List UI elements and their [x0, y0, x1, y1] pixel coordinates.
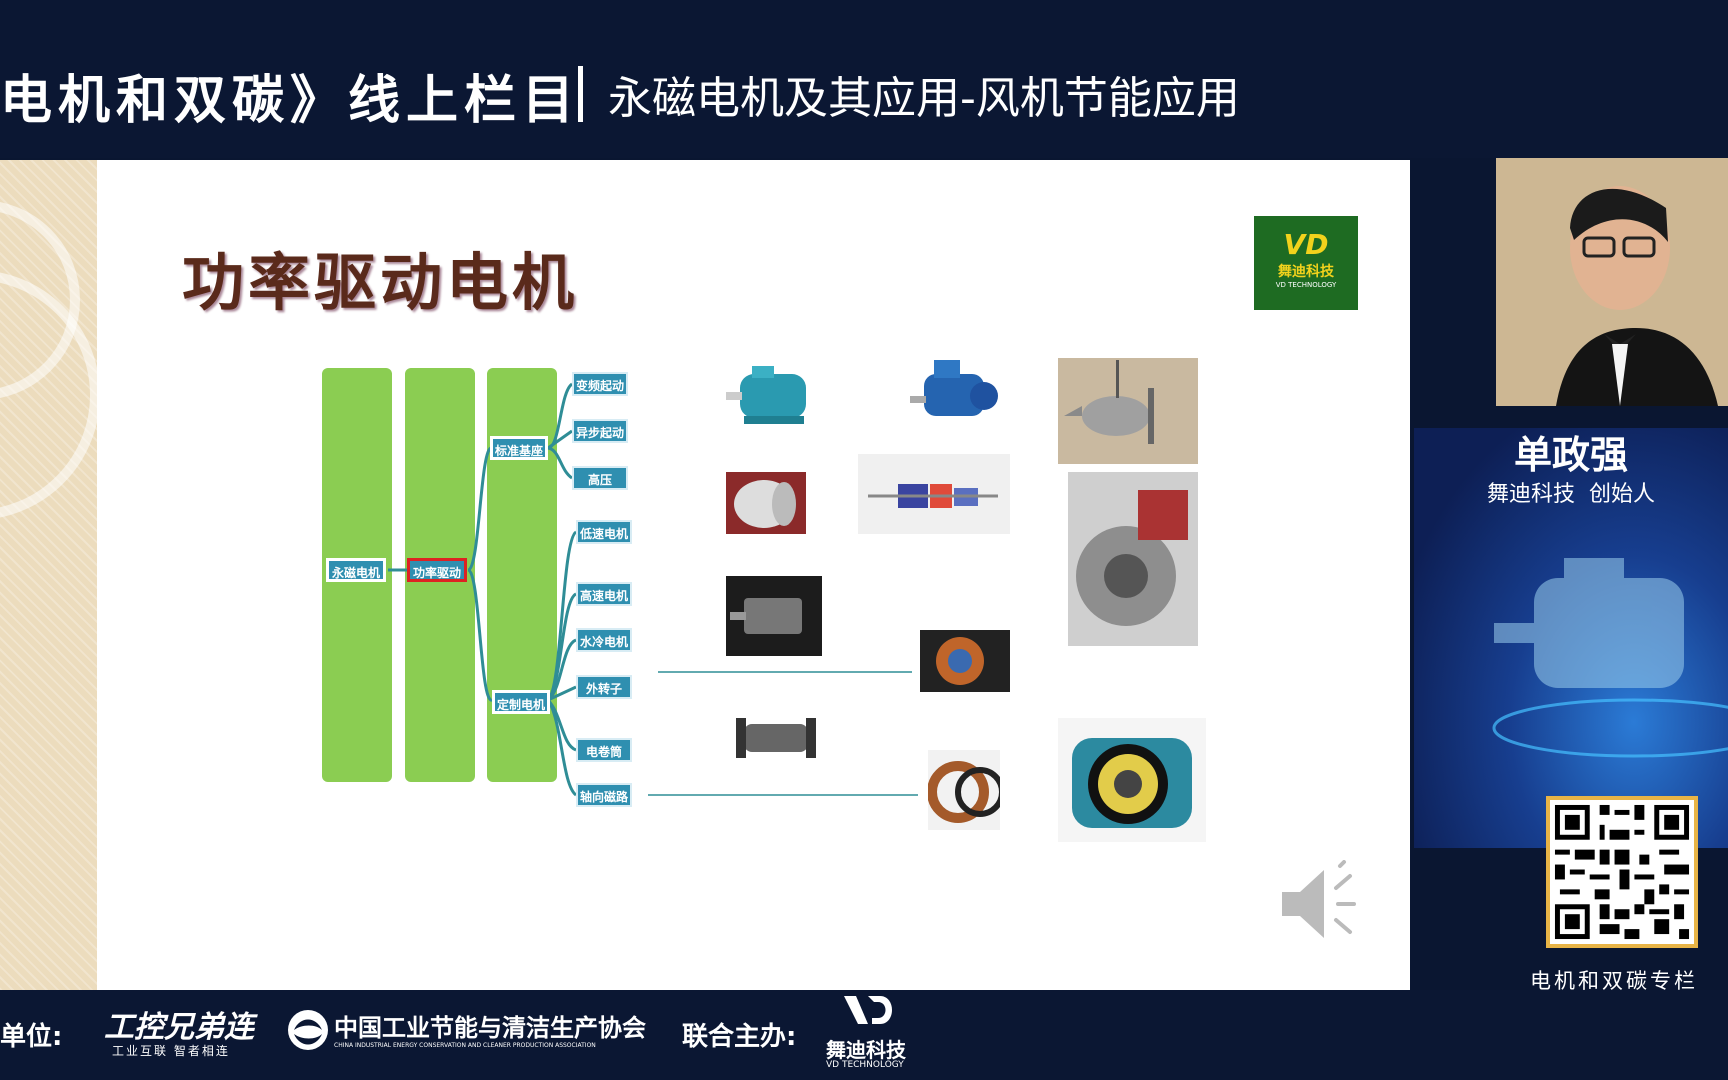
column-label: 电机和双碳专栏 [1530, 969, 1698, 993]
node-power-drive: 功率驱动 [407, 558, 467, 582]
org1-name: 工控兄弟连 [104, 1010, 254, 1045]
motor-image [858, 454, 1010, 534]
leaf-node: 轴向磁路 [576, 783, 632, 807]
qr-code[interactable] [1546, 796, 1698, 948]
leaf-node: 高压 [572, 466, 628, 490]
speaker-name: 单政强 [1513, 433, 1628, 477]
organizer-label: 单位: [0, 1022, 63, 1052]
co-name: 舞迪科技 [826, 1038, 906, 1062]
leaf-node: 异步起动 [572, 419, 628, 443]
motor-image [1068, 472, 1198, 646]
motor-image [908, 356, 1004, 432]
leaf-node: 变频起动 [572, 372, 628, 396]
co-name-en: VD TECHNOLOGY [826, 1060, 904, 1070]
series-title: 电机和双碳》线上栏目 [0, 71, 581, 131]
motor-background-graphic [1414, 428, 1728, 848]
slide-decoration [0, 160, 100, 990]
speaker-photo [1496, 158, 1728, 406]
leaf-node: 电卷筒 [576, 738, 632, 762]
motor-image [726, 472, 806, 534]
org2-name: 中国工业节能与清洁生产协会 [334, 1014, 646, 1042]
episode-title: 永磁电机及其应用-风机节能应用 [608, 73, 1240, 124]
motor-image [920, 630, 1010, 692]
company-logo: VD 舞迪科技 VD TECHNOLOGY [1254, 216, 1358, 310]
leaf-node: 外转子 [576, 675, 632, 699]
leaf-node: 水冷电机 [576, 628, 632, 652]
logo-mark: VD [1283, 228, 1329, 261]
title-separator [578, 66, 583, 122]
node-standard-base: 标准基座 [490, 436, 548, 460]
footer-bar: 单位: 工控兄弟连 工业互联 智者相连 中国工业节能与清洁生产协会 CHINA … [0, 990, 1728, 1080]
slide-title: 功率驱动电机 [182, 246, 579, 319]
node-custom-motor: 定制电机 [492, 690, 550, 714]
motor-image [730, 714, 826, 762]
header-bar: 电机和双碳》线上栏目 永磁电机及其应用-风机节能应用 [0, 0, 1728, 158]
diagram-connectors [388, 382, 918, 797]
motor-image [722, 360, 826, 432]
co-organizer-label: 联合主办: [682, 1022, 797, 1052]
logo-name: 舞迪科技 [1278, 264, 1334, 280]
org2-subtitle: CHINA INDUSTRIAL ENERGY CONSERVATION AND… [334, 1042, 596, 1049]
association-logo-icon [286, 1008, 330, 1056]
presentation-slide: 功率驱动电机 VD 舞迪科技 VD TECHNOLOGY 永磁电机 功率驱动 [0, 160, 1410, 990]
motor-image [1058, 358, 1198, 464]
motor-image [928, 750, 1000, 830]
node-permanent-magnet: 永磁电机 [326, 558, 386, 582]
vd-logo-icon [838, 990, 902, 1034]
speaker-role: 舞迪科技 创始人 [1487, 482, 1655, 507]
org1-subtitle: 工业互联 智者相连 [112, 1044, 230, 1058]
leaf-node: 高速电机 [576, 582, 632, 606]
motor-image [726, 576, 822, 656]
leaf-node: 低速电机 [576, 520, 632, 544]
logo-name-en: VD TECHNOLOGY [1275, 281, 1337, 289]
speaker-icon[interactable] [1278, 860, 1374, 954]
motor-image [1058, 718, 1206, 842]
